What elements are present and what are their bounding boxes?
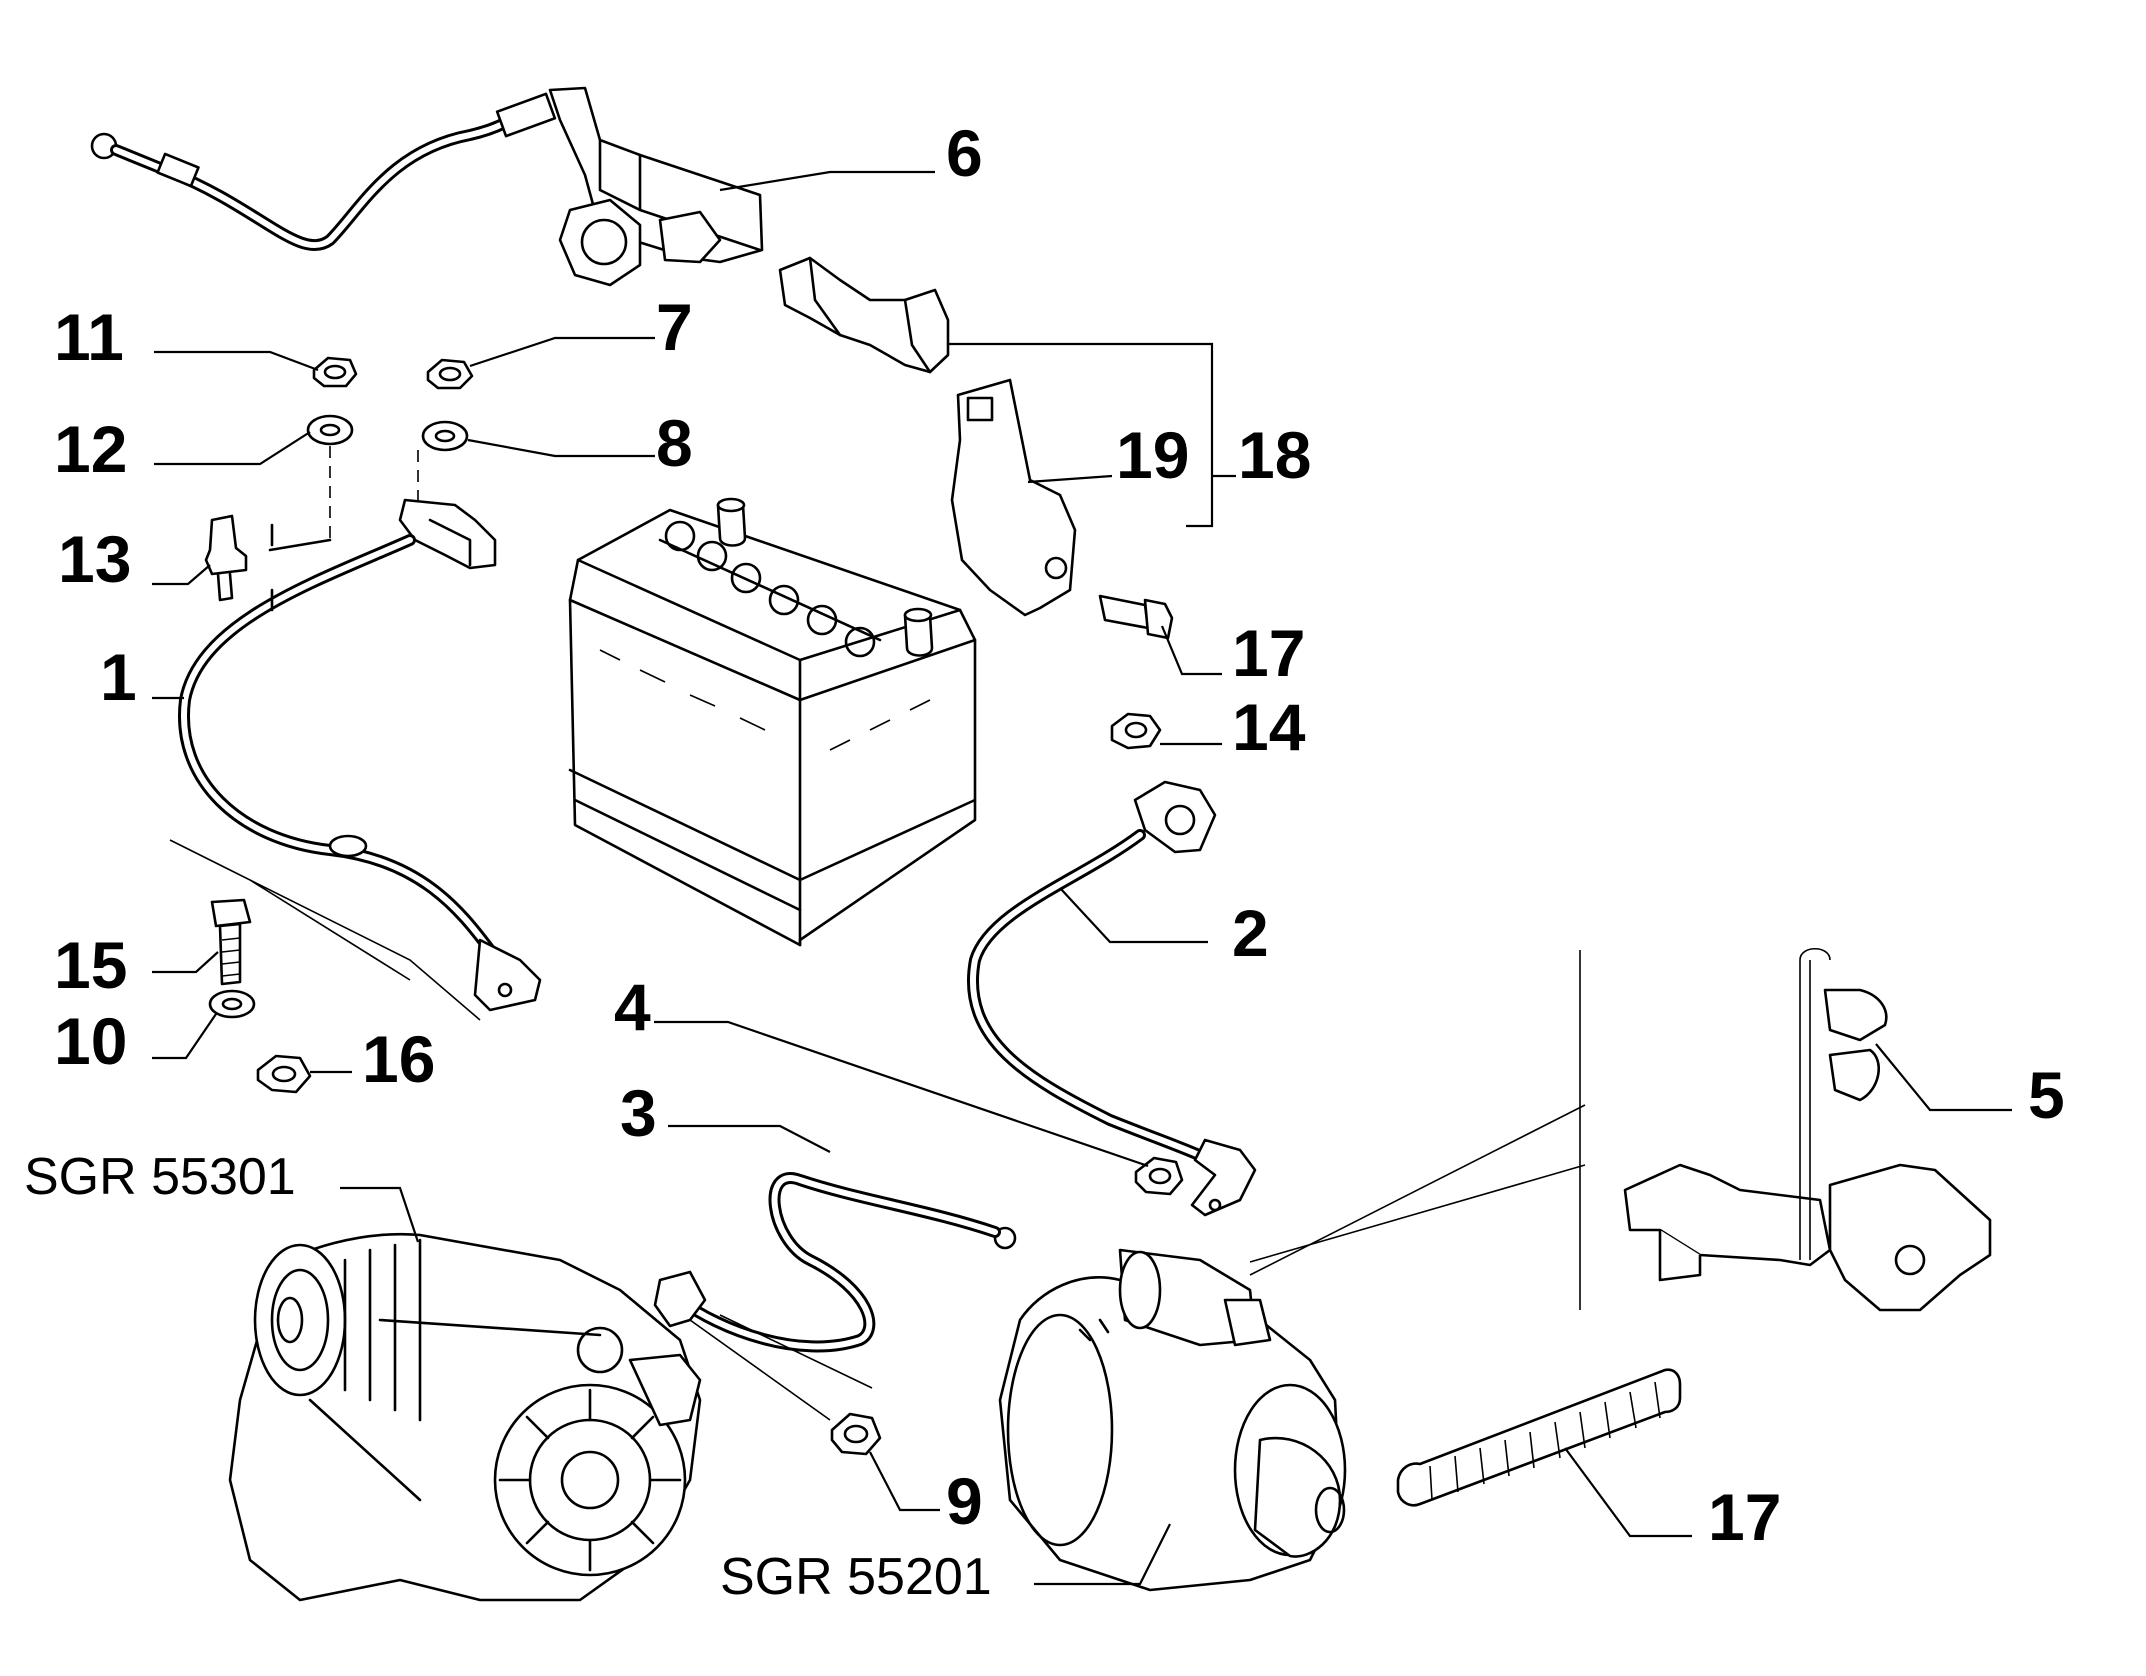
callout-7: 7 [656,290,693,364]
callout-12: 12 [54,412,127,486]
leader-15 [152,951,219,974]
starter-motor[interactable] [998,1248,1347,1592]
part-16-nut[interactable] [256,1054,312,1094]
leader-17b [1564,1447,1692,1538]
callout-9: 9 [946,1464,983,1538]
callout-13: 13 [58,522,131,596]
alternator[interactable] [228,1232,702,1602]
part-14-nut[interactable] [1110,712,1162,750]
part-19-bracket[interactable] [950,378,1077,617]
leader-sgr55201 [1034,1523,1171,1586]
leader-10 [152,1013,217,1060]
leader-5 [1875,1043,2012,1112]
leader-13 [152,564,211,586]
part-18-terminal-cover[interactable] [778,256,950,374]
part-6-positive-cable-fuse-box[interactable] [90,86,764,287]
part-17-corrugated-sleeve[interactable] [1396,1368,1682,1507]
part-1-negative-cable[interactable] [178,498,542,1012]
leader-19 [1027,474,1113,484]
leader-12 [154,431,311,466]
callout-10: 10 [54,1004,127,1078]
leader-3 [668,1124,831,1153]
leader-6 [719,170,935,192]
callout-18: 18 [1238,418,1311,492]
leader-7 [469,336,655,368]
callout-17-sleeve: 17 [1708,1480,1781,1554]
part-12-washer[interactable] [306,414,354,446]
part-11-nut[interactable] [312,356,358,388]
callout-4: 4 [614,970,651,1044]
leader-11 [154,350,319,372]
callout-19: 19 [1116,418,1189,492]
leader-18 [948,342,1236,528]
callout-1: 1 [100,640,137,714]
part-4-nut[interactable] [1134,1156,1184,1196]
part-17-bolt[interactable] [1098,594,1174,640]
callout-15: 15 [54,928,127,1002]
callout-6: 6 [946,116,983,190]
callout-11: 11 [54,300,124,374]
part-8-washer[interactable] [421,420,469,452]
part-15-bolt[interactable] [210,898,252,986]
leader-17a [1160,625,1222,676]
reference-alternator: SGR 55301 [24,1148,296,1206]
leader-sgr55301 [340,1186,420,1243]
part-3-alternator-cable[interactable] [653,1172,1017,1353]
part-10-washer[interactable] [208,989,256,1019]
part-13-stud[interactable] [204,514,248,602]
part-7-nut[interactable] [426,358,474,390]
leader-4 [654,1020,1149,1168]
leader-9 [869,1451,940,1512]
callout-14: 14 [1232,690,1306,764]
battery[interactable] [568,497,977,947]
part-2-starter-cable[interactable] [967,780,1257,1217]
leader-2 [1059,887,1208,944]
callout-17-bolt: 17 [1232,616,1305,690]
reference-starter: SGR 55201 [720,1548,992,1606]
callout-8: 8 [656,406,693,480]
callout-3: 3 [620,1076,657,1150]
leader-8 [467,438,655,458]
callout-5: 5 [2028,1058,2065,1132]
callout-2: 2 [1232,896,1269,970]
part-5-connector-clip[interactable] [1579,947,1992,1312]
callout-16: 16 [362,1022,435,1096]
part-9-nut[interactable] [830,1412,882,1456]
